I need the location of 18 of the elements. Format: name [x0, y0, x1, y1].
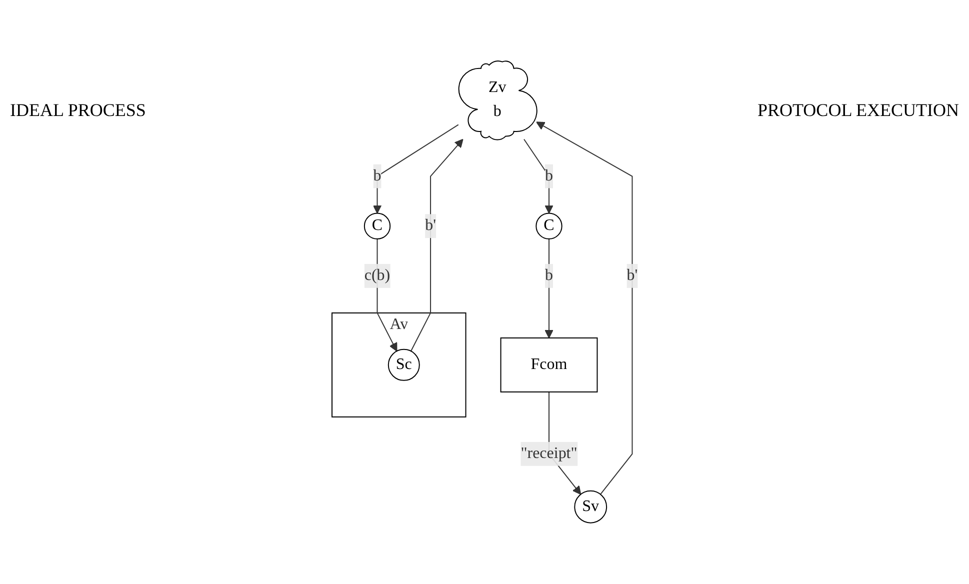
edge-label: b: [544, 267, 553, 284]
section-heading: IDEAL PROCESS: [10, 100, 146, 121]
section-heading: PROTOCOL EXECUTION: [758, 100, 959, 121]
node-circle: Sv: [574, 490, 607, 524]
arrow: [544, 238, 554, 338]
node-box: Fcom: [500, 338, 598, 392]
node-circle: C: [535, 212, 562, 240]
edge-label: b': [424, 217, 436, 234]
arrow: [410, 138, 463, 352]
edge-label: b: [372, 167, 381, 184]
arrow: [372, 124, 459, 214]
node-circle: C: [364, 212, 390, 240]
arrow: [523, 138, 554, 214]
node-circle: Sc: [388, 349, 420, 381]
edge-label: "receipt": [520, 445, 577, 462]
edge-label: b': [626, 267, 638, 284]
edge-label: b: [544, 167, 553, 184]
edge-label: c(b): [364, 267, 390, 284]
